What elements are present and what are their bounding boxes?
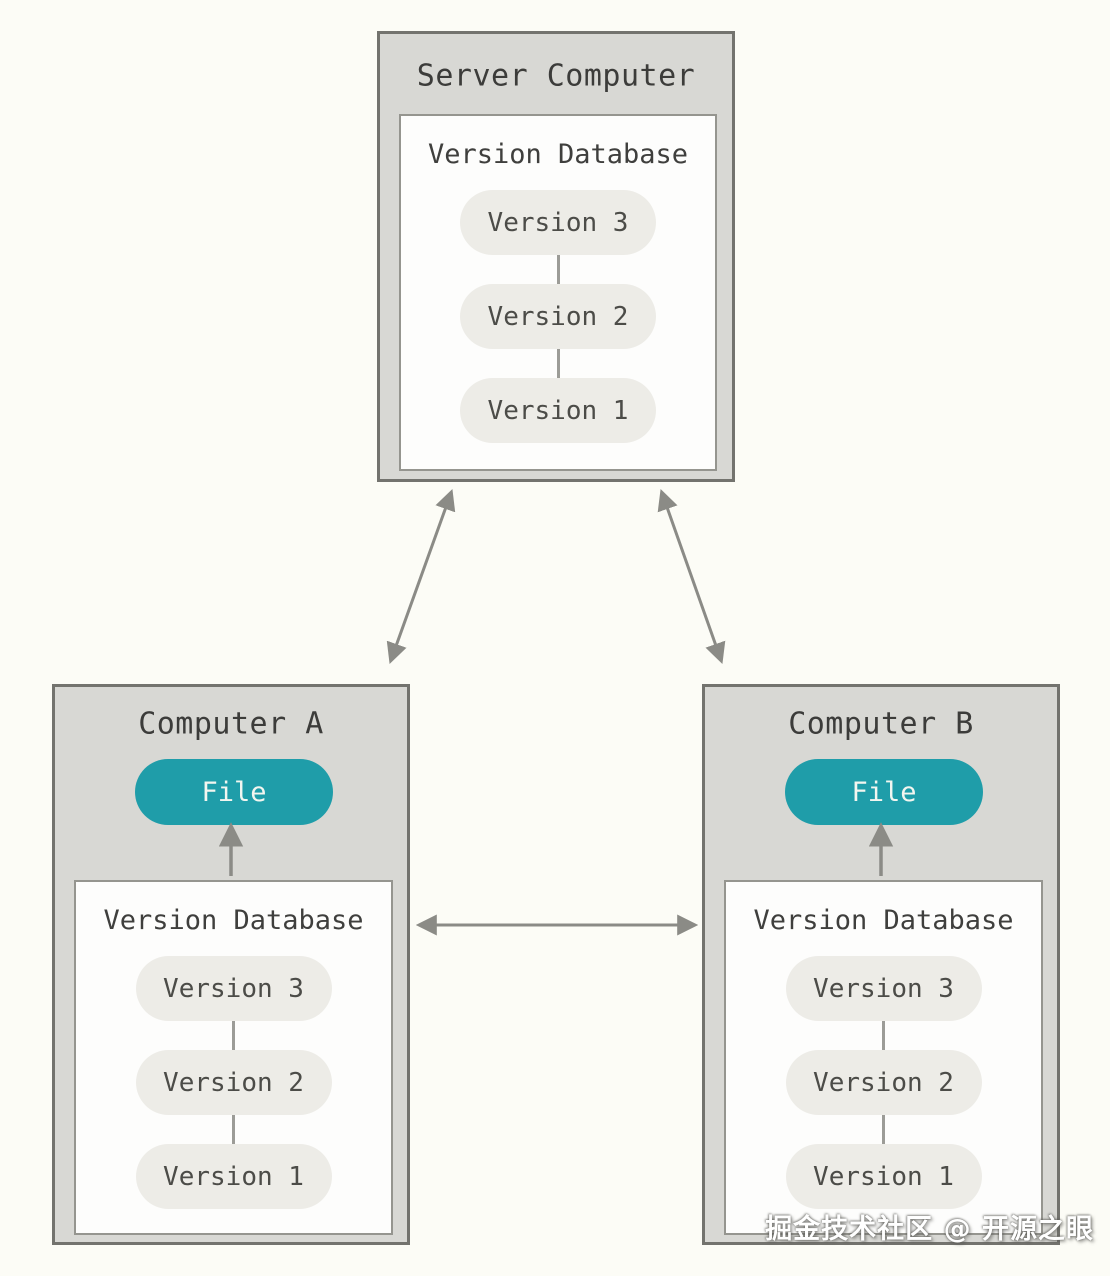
server-version-database-label: Version Database: [427, 139, 689, 170]
version-pill: Version 3: [135, 956, 332, 1021]
computer-a-file-pill: File: [135, 759, 333, 825]
server-computer-panel: Server Computer Version Database Version…: [377, 31, 735, 482]
computer-a-version-database-label: Version Database: [103, 905, 364, 936]
sync-arrow-server-computer-b: [657, 489, 726, 664]
computer-a-version-stack: Version 3 Version 2 Version 1: [135, 956, 332, 1209]
computer-b-panel: Computer B File Version Database Version…: [702, 684, 1060, 1245]
pill-connector-line: [232, 1115, 235, 1144]
version-pill: Version 2: [135, 1050, 332, 1115]
computer-b-version-database-box: Version Database Version 3 Version 2 Ver…: [724, 880, 1043, 1235]
version-pill: Version 2: [460, 284, 656, 349]
version-pill: Version 3: [785, 956, 982, 1021]
pill-connector-line: [556, 255, 560, 284]
pill-connector-line: [232, 1021, 235, 1050]
computer-b-version-stack: Version 3 Version 2 Version 1: [785, 956, 982, 1209]
pill-connector-line: [556, 349, 560, 378]
pill-connector-line: [882, 1115, 885, 1144]
computer-a-version-database-box: Version Database Version 3 Version 2 Ver…: [74, 880, 393, 1235]
computer-b-file-pill: File: [785, 759, 983, 825]
computer-b-version-database-label: Version Database: [753, 905, 1014, 936]
version-pill: Version 1: [785, 1144, 982, 1209]
version-pill: Version 1: [460, 378, 656, 443]
version-pill: Version 1: [135, 1144, 332, 1209]
version-pill: Version 2: [785, 1050, 982, 1115]
server-version-stack: Version 3 Version 2 Version 1: [460, 190, 656, 443]
computer-a-title: Computer A: [138, 706, 324, 742]
pill-connector-line: [882, 1021, 885, 1050]
computer-a-panel: Computer A File Version Database Version…: [52, 684, 410, 1245]
server-version-database-box: Version Database Version 3 Version 2 Ver…: [399, 114, 717, 471]
computer-b-title: Computer B: [788, 706, 974, 742]
watermark-text: 掘金技术社区 @ 开源之眼: [765, 1214, 1094, 1245]
server-computer-title: Server Computer: [416, 58, 696, 94]
sync-arrow-server-computer-a: [386, 489, 456, 664]
version-pill: Version 3: [460, 190, 656, 255]
